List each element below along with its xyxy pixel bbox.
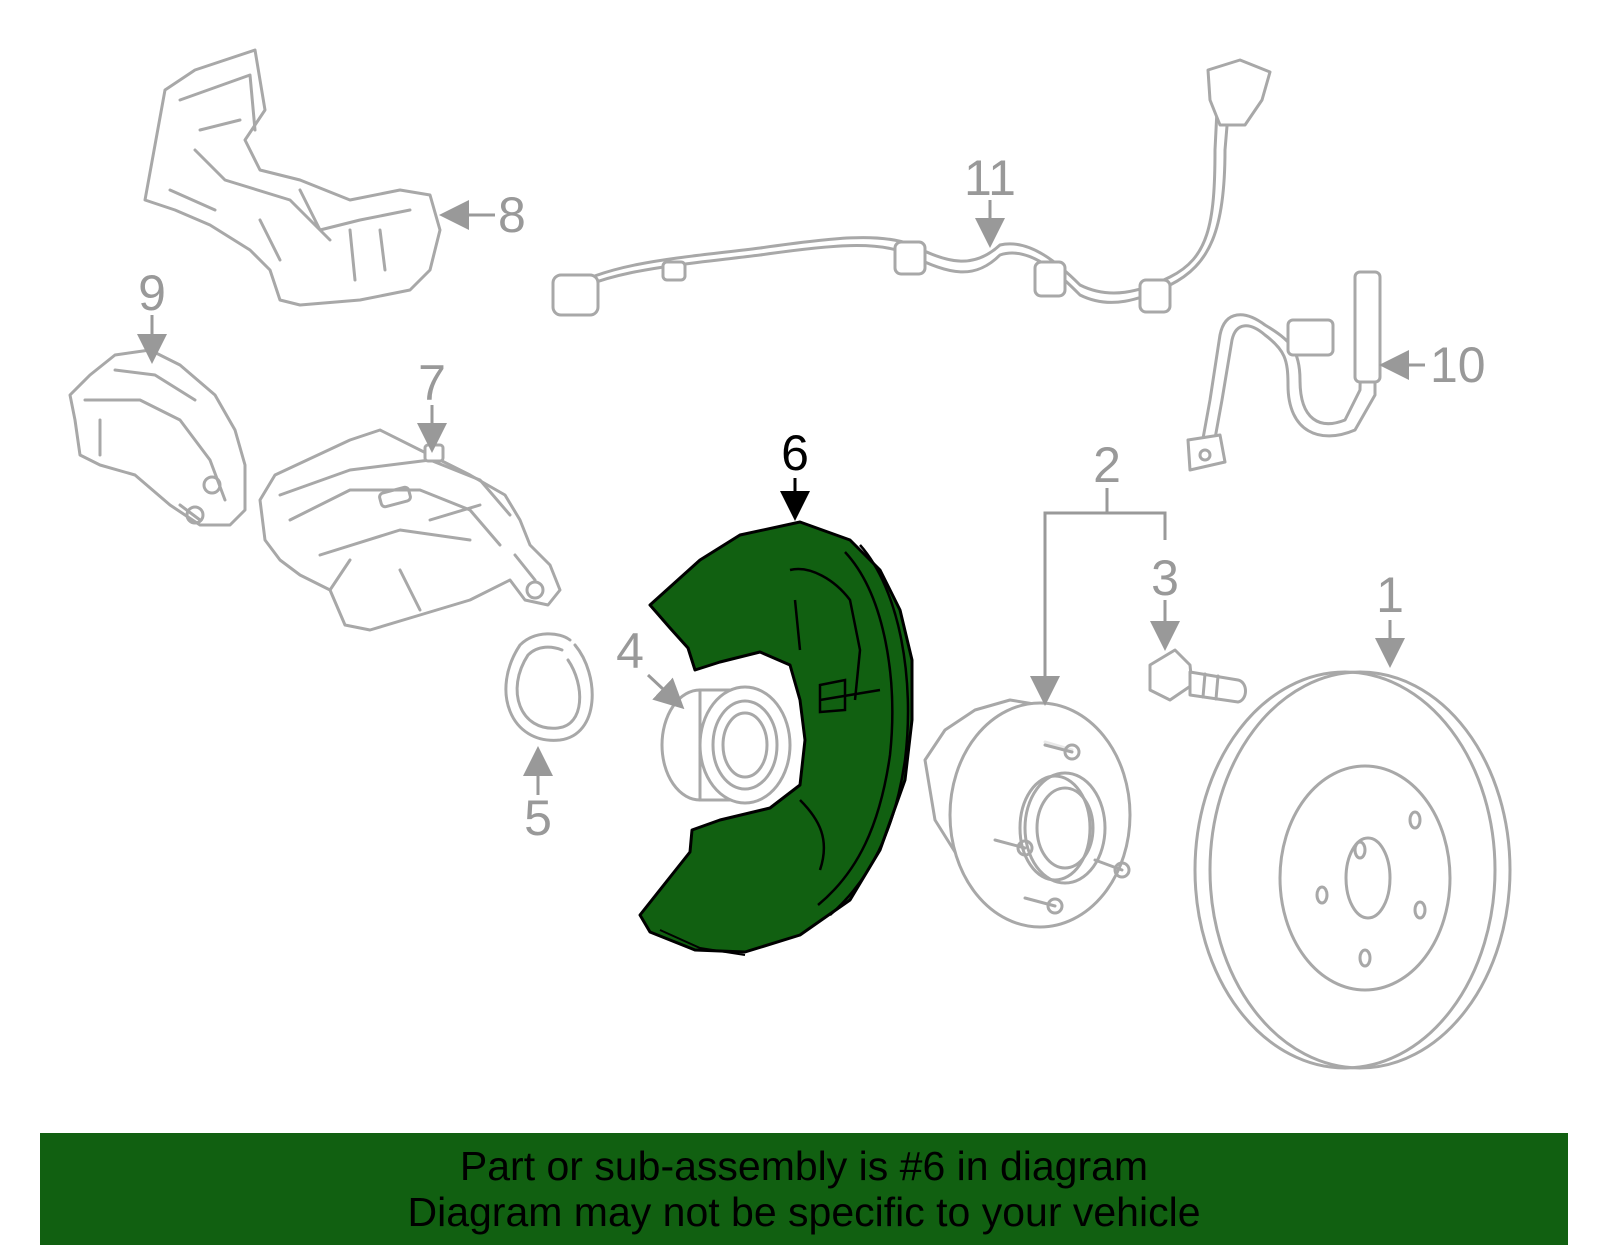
part-info-banner: Part or sub-assembly is #6 in diagram Di… xyxy=(40,1133,1568,1245)
callout-11: 11 xyxy=(964,150,1016,206)
wheel-bearing-part xyxy=(660,685,792,805)
brake-rotor-part xyxy=(1193,670,1512,1070)
dust-shield-part xyxy=(638,520,914,956)
callout-7: 7 xyxy=(418,355,446,411)
caliper-part xyxy=(258,428,562,632)
callout-9: 9 xyxy=(138,265,166,321)
callout-6: 6 xyxy=(781,425,809,481)
callout-10: 10 xyxy=(1430,337,1486,393)
abs-sensor-wire-part xyxy=(551,58,1272,317)
callout-4: 4 xyxy=(616,623,644,679)
brake-pad-part xyxy=(68,348,247,527)
brake-hose-part xyxy=(1186,270,1382,472)
callout-2: 2 xyxy=(1093,437,1121,493)
wheel-hub-part xyxy=(923,698,1132,929)
banner-line-2: Diagram may not be specific to your vehi… xyxy=(407,1189,1201,1235)
caliper-bracket-part xyxy=(143,48,442,307)
callout-5: 5 xyxy=(524,790,552,846)
callout-1: 1 xyxy=(1376,567,1404,623)
snap-ring-part xyxy=(504,632,594,742)
banner-line-1: Part or sub-assembly is #6 in diagram xyxy=(459,1143,1149,1189)
callout-3: 3 xyxy=(1151,550,1179,606)
callout-8: 8 xyxy=(498,187,526,243)
wheel-stud-part xyxy=(1148,648,1247,704)
